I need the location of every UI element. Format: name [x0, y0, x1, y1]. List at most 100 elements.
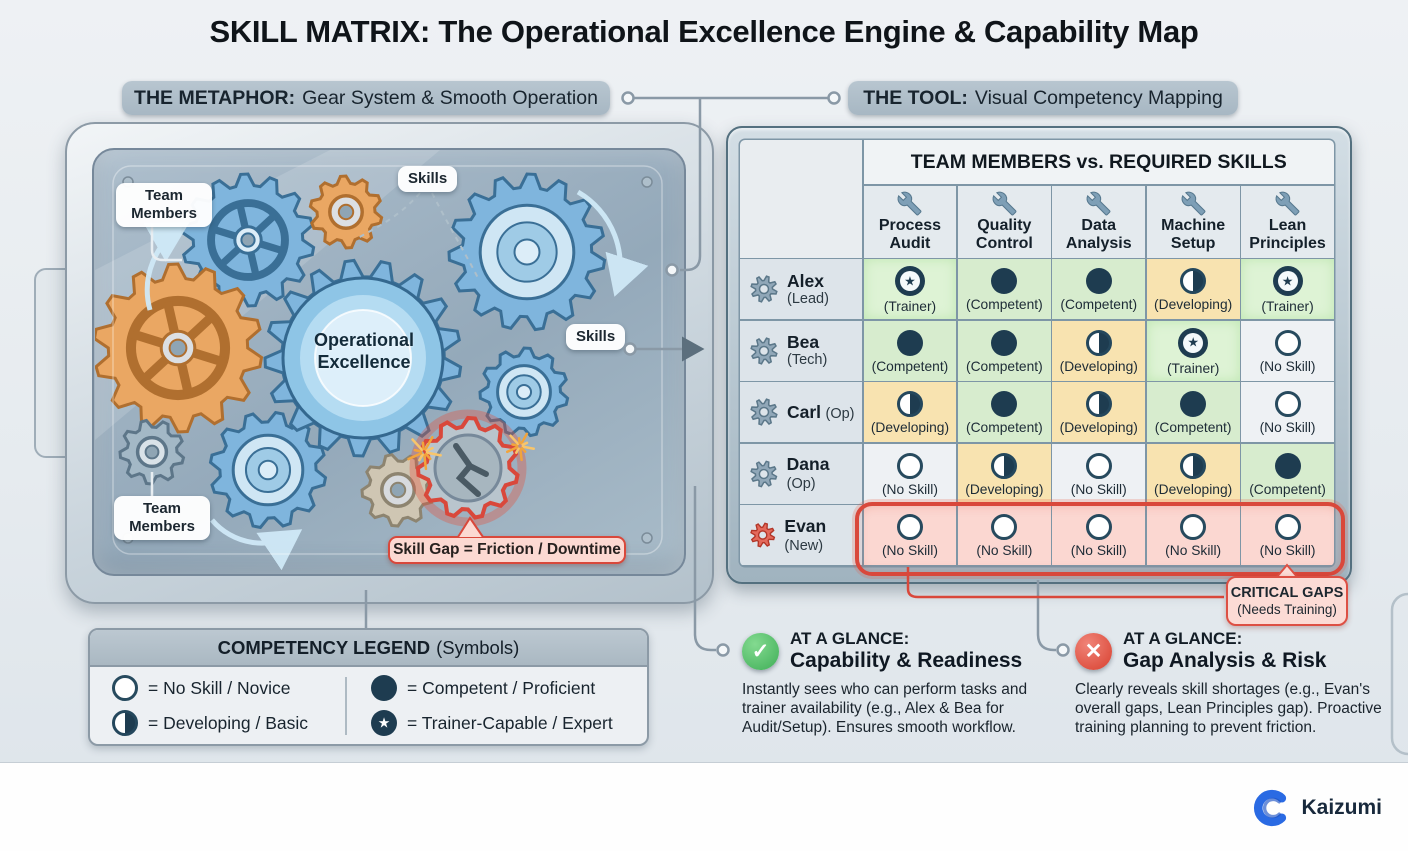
competency-label: (Developing): [1059, 358, 1138, 374]
member-name: Dana: [786, 454, 830, 474]
competent-symbol: [991, 329, 1018, 356]
gear-icon: [750, 459, 778, 488]
footer: Kaizumi: [0, 763, 1408, 851]
matrix-cell: (No Skill): [1241, 505, 1334, 565]
wrench-icon: [897, 191, 922, 216]
metaphor-badge: THE METAPHOR: Gear System & Smooth Opera…: [122, 81, 610, 115]
developing-symbol: [1085, 391, 1112, 417]
competency-label: (Developing): [1154, 297, 1233, 312]
tool-badge: THE TOOL: Visual Competency Mapping: [848, 81, 1238, 115]
matrix-cell: (Competent): [1052, 259, 1146, 319]
competency-label: (No Skill): [1165, 543, 1222, 558]
member-row-header: Dana (Op): [740, 443, 862, 504]
competency-label: (Developing): [1059, 420, 1138, 435]
metaphor-badge-label: THE METAPHOR:: [134, 86, 296, 109]
developing-symbol: [896, 391, 923, 417]
member-row-header: Carl (Op): [740, 382, 862, 442]
developing-symbol: [991, 452, 1018, 479]
competency-label: (Competent): [1060, 297, 1138, 312]
critical-gaps-title: CRITICAL GAPS: [1230, 584, 1344, 601]
no-skill-symbol: [1085, 514, 1112, 540]
matrix-cell: (Developing): [1052, 320, 1146, 381]
matrix-cell: (Competent): [1241, 443, 1334, 504]
trainer-symbol: ★: [1178, 327, 1209, 358]
competency-label: (No Skill): [976, 543, 1033, 558]
competency-label: (Competent): [871, 358, 949, 374]
matrix-cell: (No Skill): [1052, 505, 1146, 565]
glance-right-title: Gap Analysis & Risk: [1123, 649, 1327, 672]
competency-label: (No Skill): [881, 481, 938, 497]
competency-label: (Competent): [966, 297, 1043, 312]
member-role: (Op): [825, 405, 855, 422]
matrix-cell: (Developing): [1052, 382, 1146, 442]
skill-col-header: Process Audit: [863, 185, 957, 258]
tool-badge-label: THE TOOL:: [863, 86, 968, 109]
competency-label: (No Skill): [1259, 358, 1316, 374]
no-skill-symbol: [1274, 391, 1301, 417]
member-name: Carl: [787, 401, 822, 422]
kaizumi-logo-icon: [1254, 789, 1287, 827]
glance-left-kicker: AT A GLANCE:: [790, 629, 910, 648]
developing-symbol: [1180, 268, 1207, 294]
member-name: Alex: [787, 270, 824, 291]
team-members-label-bottom: Team Members: [114, 496, 210, 540]
member-role: (New): [784, 537, 824, 554]
competency-label: (Developing): [870, 420, 950, 435]
legend-body: = No Skill / Novice= Developing / Basic=…: [90, 667, 647, 744]
no-skill-symbol: [1085, 452, 1112, 479]
competent-symbol: [1274, 452, 1301, 479]
legend-text: = Competent / Proficient: [407, 677, 596, 698]
skill-col-header: Data Analysis: [1052, 185, 1146, 258]
critical-gaps-subtitle: (Needs Training): [1237, 601, 1337, 617]
competency-label: (Competent): [966, 358, 1043, 374]
member-name: Bea: [787, 332, 820, 353]
tool-badge-text: Visual Competency Mapping: [974, 86, 1223, 109]
gear-icon: [750, 398, 778, 426]
legend-item: = No Skill / Novice: [112, 675, 345, 701]
matrix-cell: (No Skill): [863, 443, 957, 504]
matrix-cell: ★(Trainer): [1241, 259, 1334, 319]
competency-label: (Competent): [966, 420, 1043, 435]
legend-text: = Developing / Basic: [148, 712, 309, 733]
skill-col-header: Lean Principles: [1241, 185, 1334, 258]
legend-item: = Competent / Proficient: [371, 675, 647, 701]
wrench-icon: [1181, 191, 1206, 216]
wrench-icon: [1086, 191, 1111, 216]
matrix-cell: (No Skill): [1052, 443, 1146, 504]
skill-col-label: Data Analysis: [1065, 216, 1132, 252]
no-skill-symbol: [991, 514, 1018, 540]
competency-label: (Competent): [1154, 420, 1232, 435]
gear-icon: [750, 275, 778, 303]
matrix-cell: (Competent): [957, 320, 1051, 381]
brand-lockup: Kaizumi: [1251, 787, 1382, 829]
legend-item: = Developing / Basic: [112, 710, 345, 736]
matrix-cell: (No Skill): [1146, 505, 1240, 565]
legend-column-right: = Competent / Proficient ★= Trainer-Capab…: [345, 675, 647, 736]
matrix-cell: (Competent): [957, 382, 1051, 442]
legend-title-suffix: (Symbols): [436, 636, 520, 658]
team-members-label-top: Team Members: [116, 183, 212, 227]
matrix-cell: (No Skill): [1241, 320, 1334, 381]
matrix-cell: (Developing): [863, 382, 957, 442]
competent-symbol: [1180, 391, 1207, 417]
trainer-symbol: ★: [894, 266, 925, 296]
x-icon: ✕: [1075, 633, 1112, 670]
matrix-cell: (Developing): [957, 443, 1051, 504]
trainer-symbol: ★: [371, 710, 397, 736]
developing-symbol: [112, 710, 138, 736]
skill-gap-callout: Skill Gap = Friction / Downtime: [388, 536, 626, 564]
page-title: SKILL MATRIX: The Operational Excellence…: [209, 14, 1199, 49]
skill-col-label: Quality Control: [975, 216, 1033, 252]
critical-gaps-callout: CRITICAL GAPS (Needs Training): [1226, 576, 1348, 626]
legend-column-left: = No Skill / Novice = Developing / Basic: [90, 675, 345, 736]
brand-name: Kaizumi: [1301, 796, 1382, 819]
competent-symbol: [371, 675, 397, 701]
skill-col-header: Machine Setup: [1146, 185, 1240, 258]
operational-excellence-label: Operational Excellence: [313, 330, 415, 372]
legend-item: ★= Trainer-Capable / Expert: [371, 710, 647, 736]
member-role: (Tech): [787, 352, 828, 369]
skills-label-top: Skills: [398, 166, 458, 192]
skill-col-label: Machine Setup: [1161, 216, 1226, 252]
member-name: Evan: [784, 515, 827, 536]
